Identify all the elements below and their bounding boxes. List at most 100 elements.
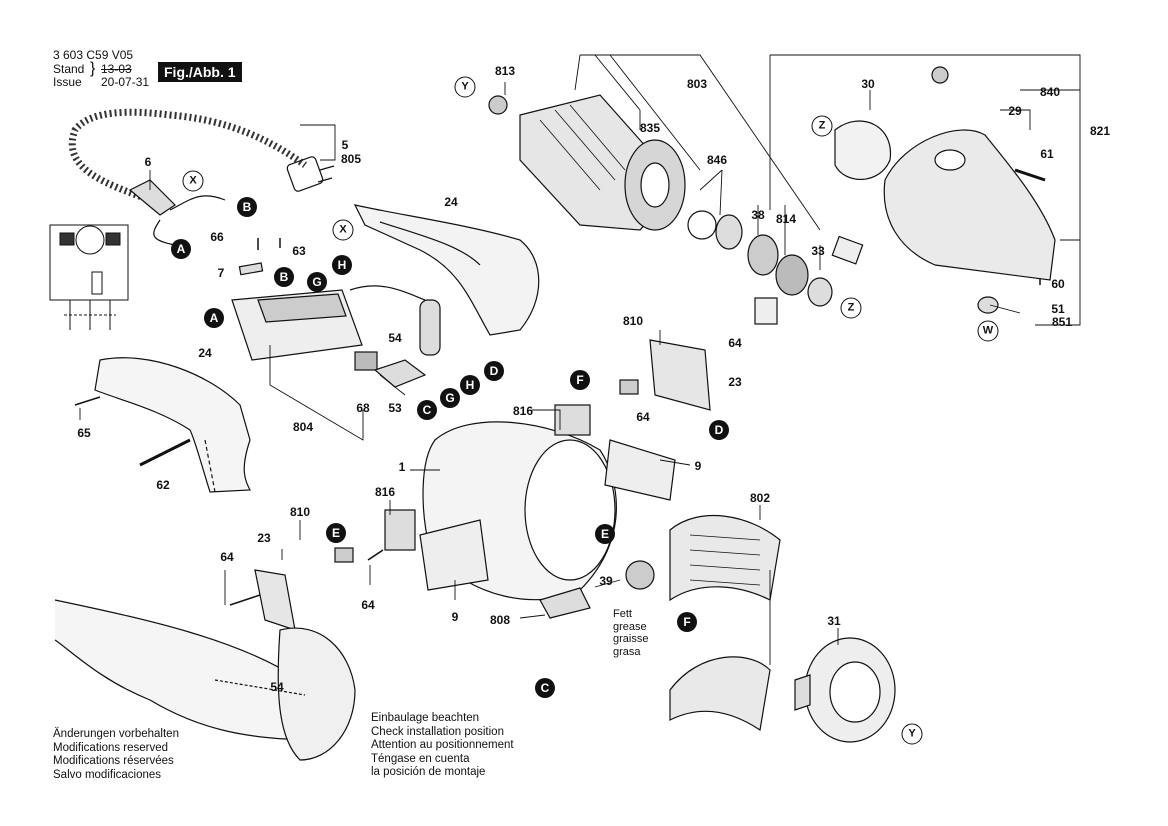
part-9-right: 9	[694, 459, 702, 473]
connector-c-switch: C	[417, 400, 437, 420]
part-805: 805	[340, 152, 362, 166]
part-816-top: 816	[512, 404, 534, 418]
part-53: 53	[388, 401, 402, 415]
part-813: 813	[494, 64, 516, 78]
screws-drawing	[74, 168, 1046, 606]
part-24-side: 24	[198, 346, 212, 360]
connector-e-right: E	[595, 524, 615, 544]
part-64-left: 64	[220, 550, 234, 564]
part-64-mid: 64	[636, 410, 650, 424]
part-23-bottom: 23	[257, 531, 271, 545]
ref-y-top: Y	[454, 76, 476, 98]
modifications-note: Änderungen vorbehalten Modifications res…	[53, 728, 179, 782]
installation-note-de: Einbaulage beachten	[371, 712, 480, 724]
brace-glyph: }	[90, 60, 96, 77]
part-1: 1	[398, 460, 406, 474]
part-810-bottom: 810	[289, 505, 311, 519]
part-39: 39	[599, 574, 613, 588]
part-64-top: 64	[728, 336, 742, 350]
grease-note-es: grasa	[613, 645, 641, 658]
part-60: 60	[1051, 277, 1065, 291]
connector-h-switch: H	[460, 375, 480, 395]
connector-b-top: B	[237, 197, 257, 217]
connector-e-left: E	[326, 523, 346, 543]
part-804: 804	[292, 420, 314, 434]
ref-w: W	[977, 320, 999, 342]
part-803: 803	[686, 77, 708, 91]
part-846: 846	[706, 153, 728, 167]
issue-date: 20-07-31	[101, 75, 150, 89]
part-808: 808	[489, 613, 511, 627]
modifications-note-de: Änderungen vorbehalten	[53, 728, 179, 740]
ref-z-bottom: Z	[840, 297, 862, 319]
ref-y-bottom: Y	[901, 723, 923, 745]
part-9-bottom: 9	[451, 610, 459, 624]
installation-note-es-1: Téngase en cuenta	[371, 752, 470, 765]
ref-x-cable: X	[182, 170, 204, 192]
part-63: 63	[292, 244, 306, 258]
part-65: 65	[77, 426, 91, 440]
part-54: 54	[388, 331, 402, 345]
grease-note: Fett grease graisse grasa	[613, 608, 648, 658]
part-68: 68	[356, 401, 370, 415]
part-51: 51	[1051, 302, 1065, 316]
armature-drawing	[488, 94, 686, 231]
part-61: 61	[1040, 147, 1054, 161]
leader-lines	[79, 54, 1081, 665]
part-24-top: 24	[444, 195, 458, 209]
modifications-note-fr: Modifications réservées	[53, 755, 174, 768]
issue-label: Issue	[53, 75, 82, 89]
connector-g-switch: G	[440, 388, 460, 408]
connector-g-top: G	[307, 272, 327, 292]
connector-a-switch: A	[204, 308, 224, 328]
connector-f-coil: F	[677, 612, 697, 632]
part-810-top: 810	[622, 314, 644, 328]
power-cable-drawing	[69, 108, 335, 246]
installation-inset-drawing	[54, 599, 356, 761]
brush-holders-drawing	[254, 379, 639, 631]
grease-note-en: grease	[613, 620, 647, 633]
connector-a-top: A	[171, 239, 191, 259]
connector-d-switch: D	[484, 361, 504, 381]
rear-handle-drawing	[353, 204, 540, 336]
part-821: 821	[1089, 124, 1111, 138]
part-816-bottom: 816	[374, 485, 396, 499]
part-31: 31	[827, 614, 841, 628]
field-coil-drawing	[625, 514, 781, 732]
part-54-inset: 54	[270, 680, 284, 694]
part-29: 29	[1008, 104, 1022, 118]
part-835: 835	[639, 121, 661, 135]
installation-note-en: Check installation position	[371, 725, 504, 738]
part-66: 66	[210, 230, 224, 244]
stand-date: 13-03	[101, 62, 132, 76]
part-814: 814	[775, 212, 797, 226]
installation-note: Einbaulage beachten Check installation p…	[371, 712, 514, 780]
modifications-note-en: Modifications reserved	[53, 741, 169, 754]
part-23-top: 23	[728, 375, 742, 389]
switch-assembly-drawing	[231, 262, 441, 388]
installation-note-es-2: la posición de montaje	[371, 766, 486, 779]
installation-note-fr: Attention au positionnement	[371, 739, 514, 752]
gear-housing-drawing	[834, 66, 1056, 314]
connector-c-coil: C	[535, 678, 555, 698]
connector-d-coil: D	[709, 420, 729, 440]
motor-housing-drawing	[419, 339, 711, 619]
part-6: 6	[144, 155, 152, 169]
grease-note-de: Fett	[613, 608, 632, 620]
connector-b-mid: B	[274, 267, 294, 287]
modifications-note-es: Salvo modificaciones	[53, 768, 162, 781]
part-7: 7	[217, 266, 225, 280]
grease-note-fr: graisse	[613, 633, 649, 645]
part-38: 38	[751, 208, 765, 222]
part-62: 62	[156, 478, 170, 492]
connector-h-top: H	[332, 255, 352, 275]
doc-number: 3 603 C59 V05	[53, 48, 134, 62]
side-handle-drawing	[94, 357, 251, 493]
ref-x-handle: X	[332, 219, 354, 241]
connector-f-top: F	[570, 370, 590, 390]
part-851: 851	[1051, 315, 1073, 329]
ref-z-top: Z	[811, 115, 833, 137]
part-840: 840	[1039, 85, 1061, 99]
figure-label: Fig./Abb. 1	[158, 62, 242, 82]
